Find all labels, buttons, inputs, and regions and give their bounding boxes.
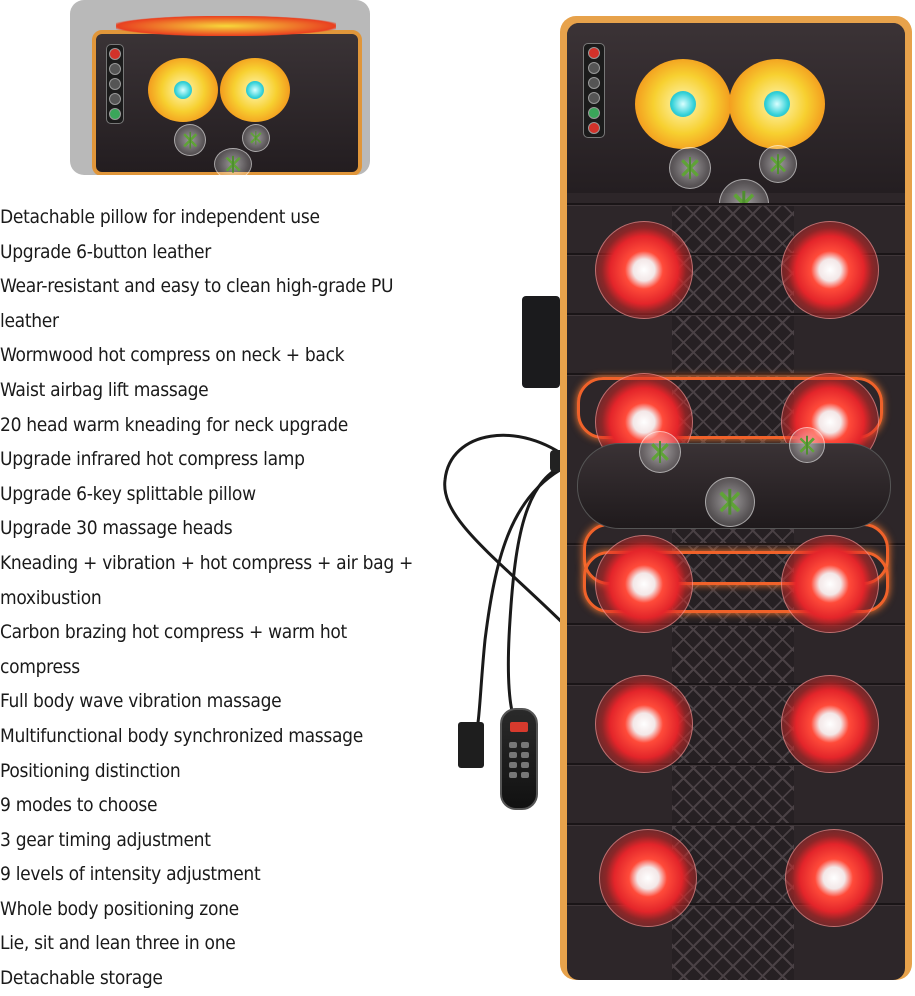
massage-head-icon xyxy=(781,675,879,773)
massage-head-icon xyxy=(599,829,697,927)
feature-item: 20 head warm kneading for neck upgrade xyxy=(0,413,348,436)
feature-item: Full body wave vibration massage xyxy=(0,690,282,713)
feature-list: Detachable pillow for independent use Up… xyxy=(0,200,470,996)
herb-icon xyxy=(705,477,755,527)
feature-item: Carbon brazing hot compress + warm hot xyxy=(0,621,347,644)
feature-item: Wormwood hot compress on neck + back xyxy=(0,344,345,367)
pillow-image xyxy=(92,16,362,175)
feature-item: leather xyxy=(0,309,59,332)
kneading-head-icon xyxy=(148,58,218,122)
feature-item: Lie, sit and lean three in one xyxy=(0,932,236,955)
control-button-icon xyxy=(109,78,121,90)
control-button-icon xyxy=(588,47,600,59)
pillow-inset-photo xyxy=(70,0,370,175)
control-button-column xyxy=(583,43,605,138)
massage-head-icon xyxy=(595,675,693,773)
massage-mat-image xyxy=(560,16,912,980)
feature-item: Multifunctional body synchronized massag… xyxy=(0,724,363,747)
control-button-icon xyxy=(109,108,121,120)
feature-item: Detachable pillow for independent use xyxy=(0,206,320,228)
heating-coil xyxy=(583,551,889,613)
feature-item: Upgrade infrared hot compress lamp xyxy=(0,448,305,471)
kneading-head-icon xyxy=(220,58,290,122)
massage-head-icon xyxy=(595,535,693,633)
feature-item: Upgrade 30 massage heads xyxy=(0,517,233,540)
remote-control-icon xyxy=(500,708,538,810)
feature-item: moxibustion xyxy=(0,586,102,609)
feature-item: 3 gear timing adjustment xyxy=(0,828,211,851)
feature-item: Kneading + vibration + hot compress + ai… xyxy=(0,551,414,574)
control-button-icon xyxy=(109,93,121,105)
kneading-head-icon xyxy=(635,59,731,149)
control-button-icon xyxy=(588,107,600,119)
massage-head-icon xyxy=(781,221,879,319)
control-button-icon xyxy=(588,122,600,134)
mat-body xyxy=(567,23,905,980)
control-button-icon xyxy=(588,92,600,104)
herb-icon xyxy=(789,427,825,463)
feature-item: Whole body positioning zone xyxy=(0,897,239,920)
massage-head-icon xyxy=(781,535,879,633)
power-adapter-icon xyxy=(458,722,484,768)
herb-icon xyxy=(214,148,252,175)
herb-icon xyxy=(242,124,270,152)
control-button-icon xyxy=(588,77,600,89)
control-button-icon xyxy=(109,48,121,60)
feature-item: Waist airbag lift massage xyxy=(0,378,209,401)
heating-coil xyxy=(577,377,883,439)
feature-item: Wear-resistant and easy to clean high-gr… xyxy=(0,275,394,298)
feature-item: 9 modes to choose xyxy=(0,794,158,817)
feature-item: Upgrade 6-button leather xyxy=(0,240,211,263)
feature-item: Upgrade 6-key splittable pillow xyxy=(0,482,256,505)
herb-icon xyxy=(669,147,711,189)
feature-item: 9 levels of intensity adjustment xyxy=(0,863,261,886)
herb-icon xyxy=(759,145,797,183)
massage-head-icon xyxy=(595,221,693,319)
feature-item: Positioning distinction xyxy=(0,759,181,782)
herb-icon xyxy=(639,431,681,473)
side-storage-pocket xyxy=(522,296,560,388)
control-button-icon xyxy=(109,63,121,75)
control-button-icon xyxy=(588,62,600,74)
control-button-column xyxy=(106,44,124,124)
herb-icon xyxy=(174,124,206,156)
feature-item: compress xyxy=(0,655,80,678)
kneading-head-icon xyxy=(729,59,825,149)
feature-item: Detachable storage xyxy=(0,967,163,990)
massage-head-icon xyxy=(785,829,883,927)
heat-strip xyxy=(116,16,336,36)
